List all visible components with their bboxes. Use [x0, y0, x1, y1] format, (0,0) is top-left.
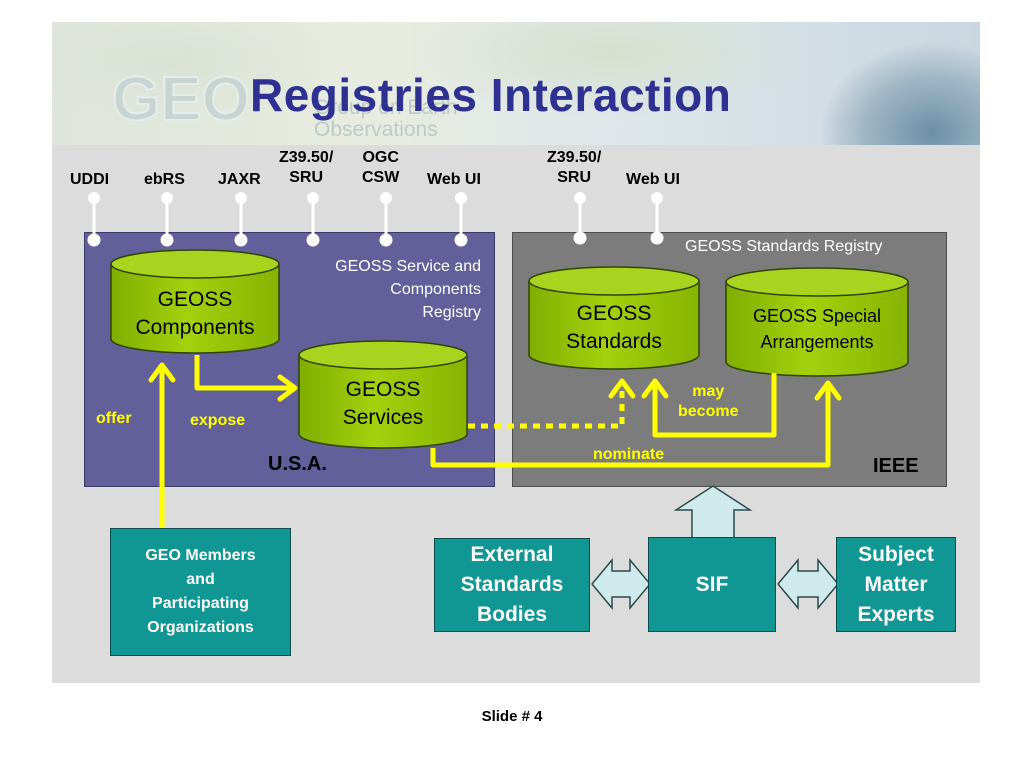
sif-text: SIF	[695, 572, 729, 596]
expose-label: expose	[190, 412, 246, 429]
pin-webui-ieee	[650, 192, 664, 245]
logo-subtitle: Group on Earth Observations	[314, 96, 458, 141]
geoss-components-text: GEOSS Components	[135, 288, 255, 339]
svg-text:GEO: GEO	[112, 68, 250, 128]
interface-pins	[87, 192, 664, 247]
iface-z3950-sru-ieee: Z39.50/ SRU	[547, 149, 602, 186]
may-become-arrow	[652, 373, 777, 438]
sif-experts-connector	[777, 557, 839, 611]
may-become-label: may become	[678, 383, 739, 420]
expose-arrow	[194, 355, 292, 391]
nominate-arrow	[430, 386, 831, 468]
geoss-standards-text: GEOSS Standards	[566, 302, 662, 353]
geo-logo: GEO	[112, 68, 251, 128]
sif-up-arrow	[673, 485, 753, 541]
pin-webui-usa	[454, 192, 468, 247]
pin-z3950-usa	[306, 192, 320, 247]
pin-ebrs	[160, 192, 174, 247]
ieee-registry-label: GEOSS Standards Registry	[685, 238, 883, 255]
subject-matter-experts-text: Subject Matter Experts	[857, 542, 935, 626]
pin-ogc-csw	[379, 192, 393, 247]
sif-box: SIF	[648, 537, 776, 632]
iface-ebrs: ebRS	[144, 171, 185, 188]
iface-z3950-sru-usa: Z39.50/ SRU	[279, 149, 334, 186]
cylinder-geoss-components	[110, 249, 280, 354]
external-sif-connector	[591, 557, 651, 611]
yellow-arrows	[148, 355, 842, 528]
pin-jaxr	[234, 192, 248, 247]
geo-members-box: GEO Members and Participating Organizati…	[110, 528, 291, 656]
cylinder-geoss-special-arrangements	[725, 267, 909, 377]
ieee-org-label: IEEE	[873, 455, 919, 477]
offer-label: offer	[96, 410, 132, 427]
usa-registry-label: GEOSS Service and Components Registry	[335, 258, 481, 321]
subject-matter-experts-box: Subject Matter Experts	[836, 537, 956, 632]
slide-number: Slide # 4	[481, 708, 543, 725]
pin-z3950-ieee	[573, 192, 587, 245]
iface-ogc-csw: OGC CSW	[362, 149, 400, 186]
iface-webui-ieee: Web UI	[626, 171, 680, 188]
cylinder-geoss-services	[298, 340, 468, 449]
geoss-special-arrangements-text: GEOSS Special Arrangements	[752, 306, 882, 352]
dotted-arrow	[468, 384, 625, 429]
geo-members-text: GEO Members and Participating Organizati…	[145, 547, 256, 636]
iface-uddi: UDDI	[70, 171, 110, 188]
cylinder-geoss-standards	[528, 266, 700, 370]
title-banner: GEO Group on Earth Observations	[52, 22, 980, 145]
pin-uddi	[87, 192, 101, 247]
iface-jaxr: JAXR	[218, 171, 261, 188]
slide-title: Registries Interaction	[250, 69, 732, 121]
nominate-label: nominate	[593, 446, 665, 463]
iface-webui-usa: Web UI	[427, 171, 481, 188]
external-standards-box: External Standards Bodies	[434, 538, 590, 632]
usa-country-label: U.S.A.	[268, 453, 327, 475]
external-standards-text: External Standards Bodies	[460, 543, 564, 626]
geoss-services-text: GEOSS Services	[342, 378, 424, 429]
